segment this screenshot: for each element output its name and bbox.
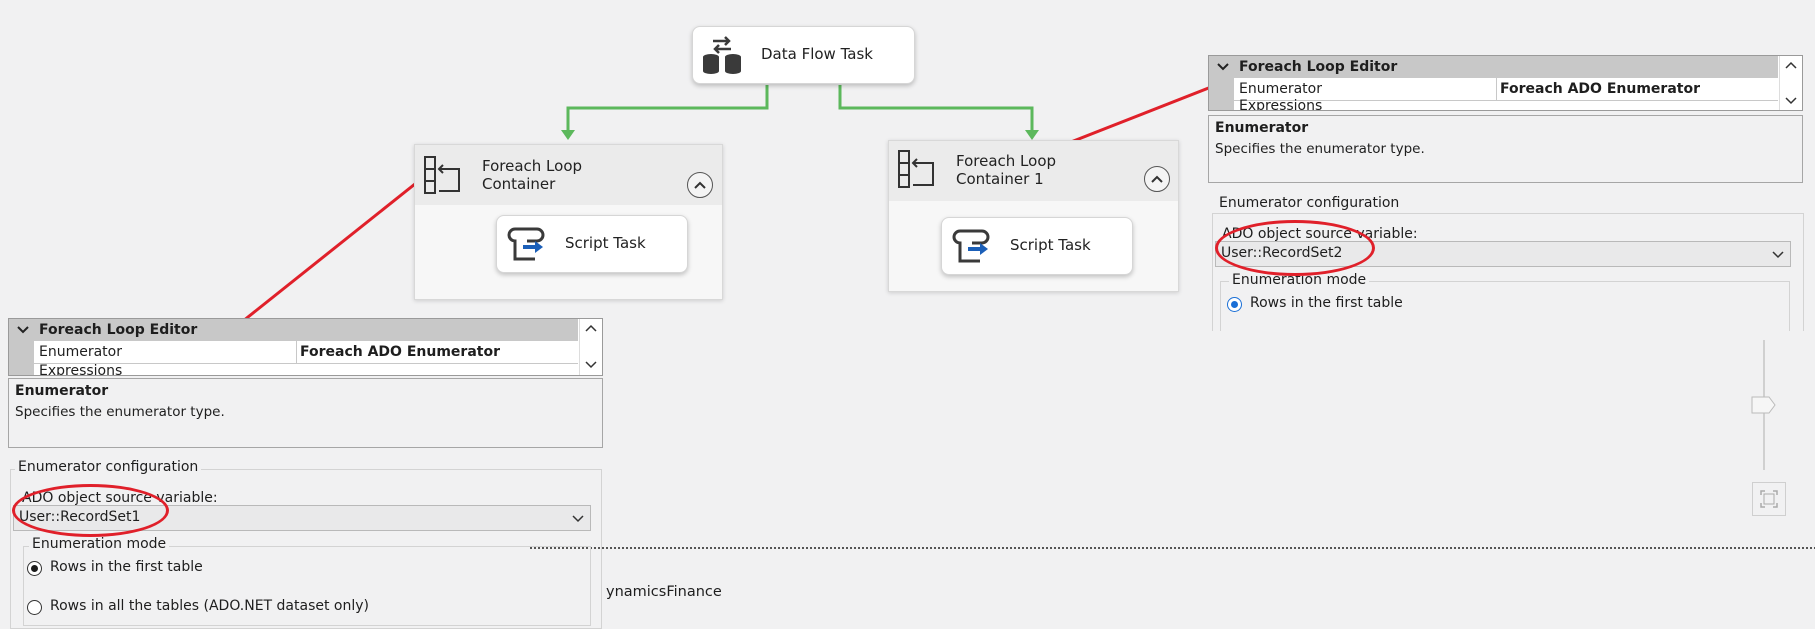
foreach-loop-icon xyxy=(897,149,939,193)
foreach-loop-icon xyxy=(423,155,465,199)
property-name: Enumerator xyxy=(39,344,122,360)
scroll-down-icon[interactable] xyxy=(1785,97,1797,105)
description-title: Enumerator xyxy=(1215,120,1309,136)
description-title: Enumerator xyxy=(15,383,109,399)
enumerator-config-group-right xyxy=(1212,213,1804,333)
property-row-expressions[interactable]: Expressions xyxy=(9,363,578,376)
description-panel-right: Enumerator Specifies the enumerator type… xyxy=(1208,115,1803,183)
category-label: Foreach Loop Editor xyxy=(39,322,198,338)
property-name: Enumerator xyxy=(1239,81,1322,97)
radio-rows-all-tables[interactable] xyxy=(27,600,42,615)
enumeration-mode-group-left xyxy=(23,546,591,626)
container-title: Foreach Loop Container 1 xyxy=(956,152,1057,188)
property-value[interactable]: Foreach ADO Enumerator xyxy=(300,344,500,360)
config-legend: Enumerator configuration xyxy=(1216,195,1403,211)
arrowhead-1-icon xyxy=(561,130,575,140)
scrollbar[interactable] xyxy=(1779,56,1802,110)
chevron-down-icon[interactable] xyxy=(17,326,29,334)
enumeration-mode-group-right xyxy=(1220,281,1790,333)
fit-to-window-icon xyxy=(1760,490,1778,508)
property-row-enumerator[interactable]: Enumerator Foreach ADO Enumerator xyxy=(1209,78,1778,100)
scrollbar[interactable] xyxy=(579,319,602,375)
panel-clip xyxy=(1208,331,1808,339)
foreach-loop-container-1[interactable]: Foreach Loop Container 1 Script Task xyxy=(888,140,1179,292)
radio-label-first-table[interactable]: Rows in the first table xyxy=(1250,295,1403,311)
chevron-down-icon[interactable] xyxy=(572,515,584,523)
config-legend: Enumerator configuration xyxy=(15,459,202,475)
radio-rows-first-table[interactable] xyxy=(27,561,42,576)
script-task-label: Script Task xyxy=(565,234,646,252)
property-name: Expressions xyxy=(1239,98,1323,111)
annotation-circle-left xyxy=(12,484,169,537)
property-value[interactable]: Foreach ADO Enumerator xyxy=(1500,81,1700,97)
script-task-label: Script Task xyxy=(1010,236,1091,254)
chevron-up-icon xyxy=(694,181,706,189)
chevron-down-icon[interactable] xyxy=(1217,63,1229,71)
description-text: Specifies the enumerator type. xyxy=(1215,141,1425,157)
script-task-icon xyxy=(952,227,992,271)
chevron-up-icon xyxy=(1151,175,1163,183)
property-name: Expressions xyxy=(39,363,123,376)
data-flow-task-label: Data Flow Task xyxy=(761,45,873,63)
annotation-circle-right xyxy=(1215,220,1375,276)
radio-rows-first-table[interactable] xyxy=(1227,297,1242,312)
precedence-arrow-1[interactable] xyxy=(566,85,769,132)
radio-label-all-tables[interactable]: Rows in all the tables (ADO.NET dataset … xyxy=(50,598,370,614)
property-row-enumerator[interactable]: Enumerator Foreach ADO Enumerator xyxy=(9,341,578,363)
foreach-loop-container[interactable]: Foreach Loop Container Script Task xyxy=(414,144,723,300)
arrowhead-2-icon xyxy=(1025,130,1039,140)
zoom-to-fit-button[interactable] xyxy=(1752,482,1786,516)
scroll-up-icon[interactable] xyxy=(1785,61,1797,69)
category-row[interactable]: Foreach Loop Editor xyxy=(1209,56,1778,78)
property-grid-right[interactable]: Foreach Loop Editor Enumerator Foreach A… xyxy=(1208,55,1803,111)
chevron-down-icon[interactable] xyxy=(1772,251,1784,259)
script-task[interactable]: Script Task xyxy=(496,215,688,273)
category-row[interactable]: Foreach Loop Editor xyxy=(9,319,578,341)
collapse-button[interactable] xyxy=(687,172,713,198)
precedence-arrow-2[interactable] xyxy=(838,85,1034,132)
category-label: Foreach Loop Editor xyxy=(1239,59,1398,75)
script-task[interactable]: Script Task xyxy=(941,217,1133,275)
scroll-down-icon[interactable] xyxy=(585,361,597,369)
mode-legend: Enumeration mode xyxy=(1229,272,1370,288)
scroll-up-icon[interactable] xyxy=(585,324,597,332)
description-text: Specifies the enumerator type. xyxy=(15,404,225,420)
database-transfer-icon xyxy=(701,35,745,79)
mode-legend: Enumeration mode xyxy=(29,536,170,552)
zoom-slider-thumb[interactable] xyxy=(1751,396,1777,418)
collapse-button[interactable] xyxy=(1144,166,1170,192)
annotation-line-left xyxy=(237,170,431,327)
property-row-expressions[interactable]: Expressions xyxy=(1209,98,1778,110)
property-grid-left[interactable]: Foreach Loop Editor Enumerator Foreach A… xyxy=(8,318,603,376)
description-panel-left: Enumerator Specifies the enumerator type… xyxy=(8,378,603,448)
connection-manager-name[interactable]: ynamicsFinance xyxy=(606,584,722,600)
container-title: Foreach Loop Container xyxy=(482,157,583,193)
container-header xyxy=(415,145,722,205)
container-header xyxy=(889,141,1178,201)
data-flow-task[interactable]: Data Flow Task xyxy=(692,26,915,84)
script-task-icon xyxy=(507,225,547,269)
radio-label-first-table[interactable]: Rows in the first table xyxy=(50,559,203,575)
